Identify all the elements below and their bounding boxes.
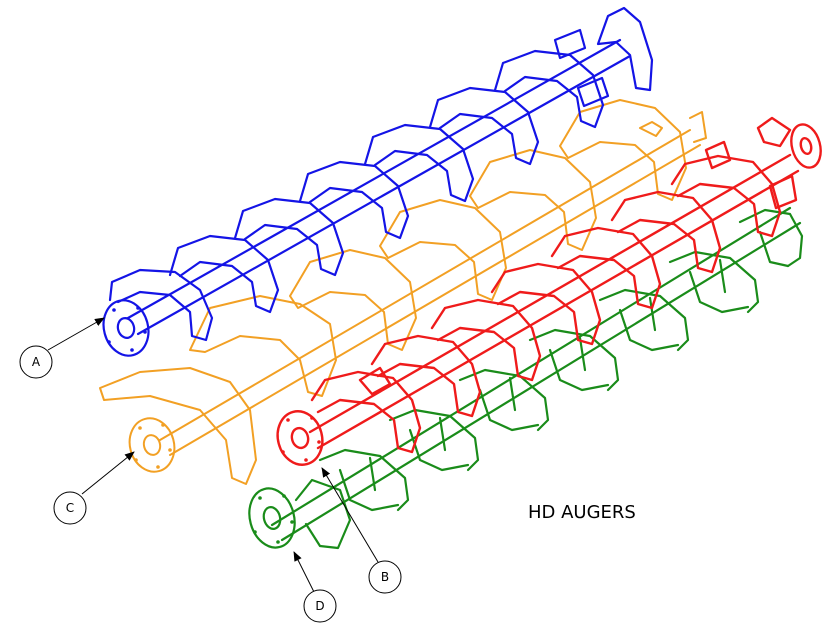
auger-blue xyxy=(102,6,654,357)
flange-b xyxy=(276,410,324,466)
flange-c xyxy=(128,417,176,473)
callout-c-label: C xyxy=(66,501,74,515)
callout-b: B xyxy=(321,467,402,594)
flange-a xyxy=(102,299,150,357)
callout-a: A xyxy=(19,317,105,379)
auger-green xyxy=(248,206,804,550)
callout-d-label: D xyxy=(315,599,324,613)
diagram-title: HD AUGERS xyxy=(528,502,636,523)
flange-d xyxy=(248,487,296,549)
callout-d: D xyxy=(293,551,337,623)
auger-orange xyxy=(99,99,707,485)
callout-b-label: B xyxy=(381,570,389,584)
callout-a-label: A xyxy=(32,355,41,369)
callout-c: C xyxy=(53,451,135,525)
auger-red xyxy=(276,116,822,466)
